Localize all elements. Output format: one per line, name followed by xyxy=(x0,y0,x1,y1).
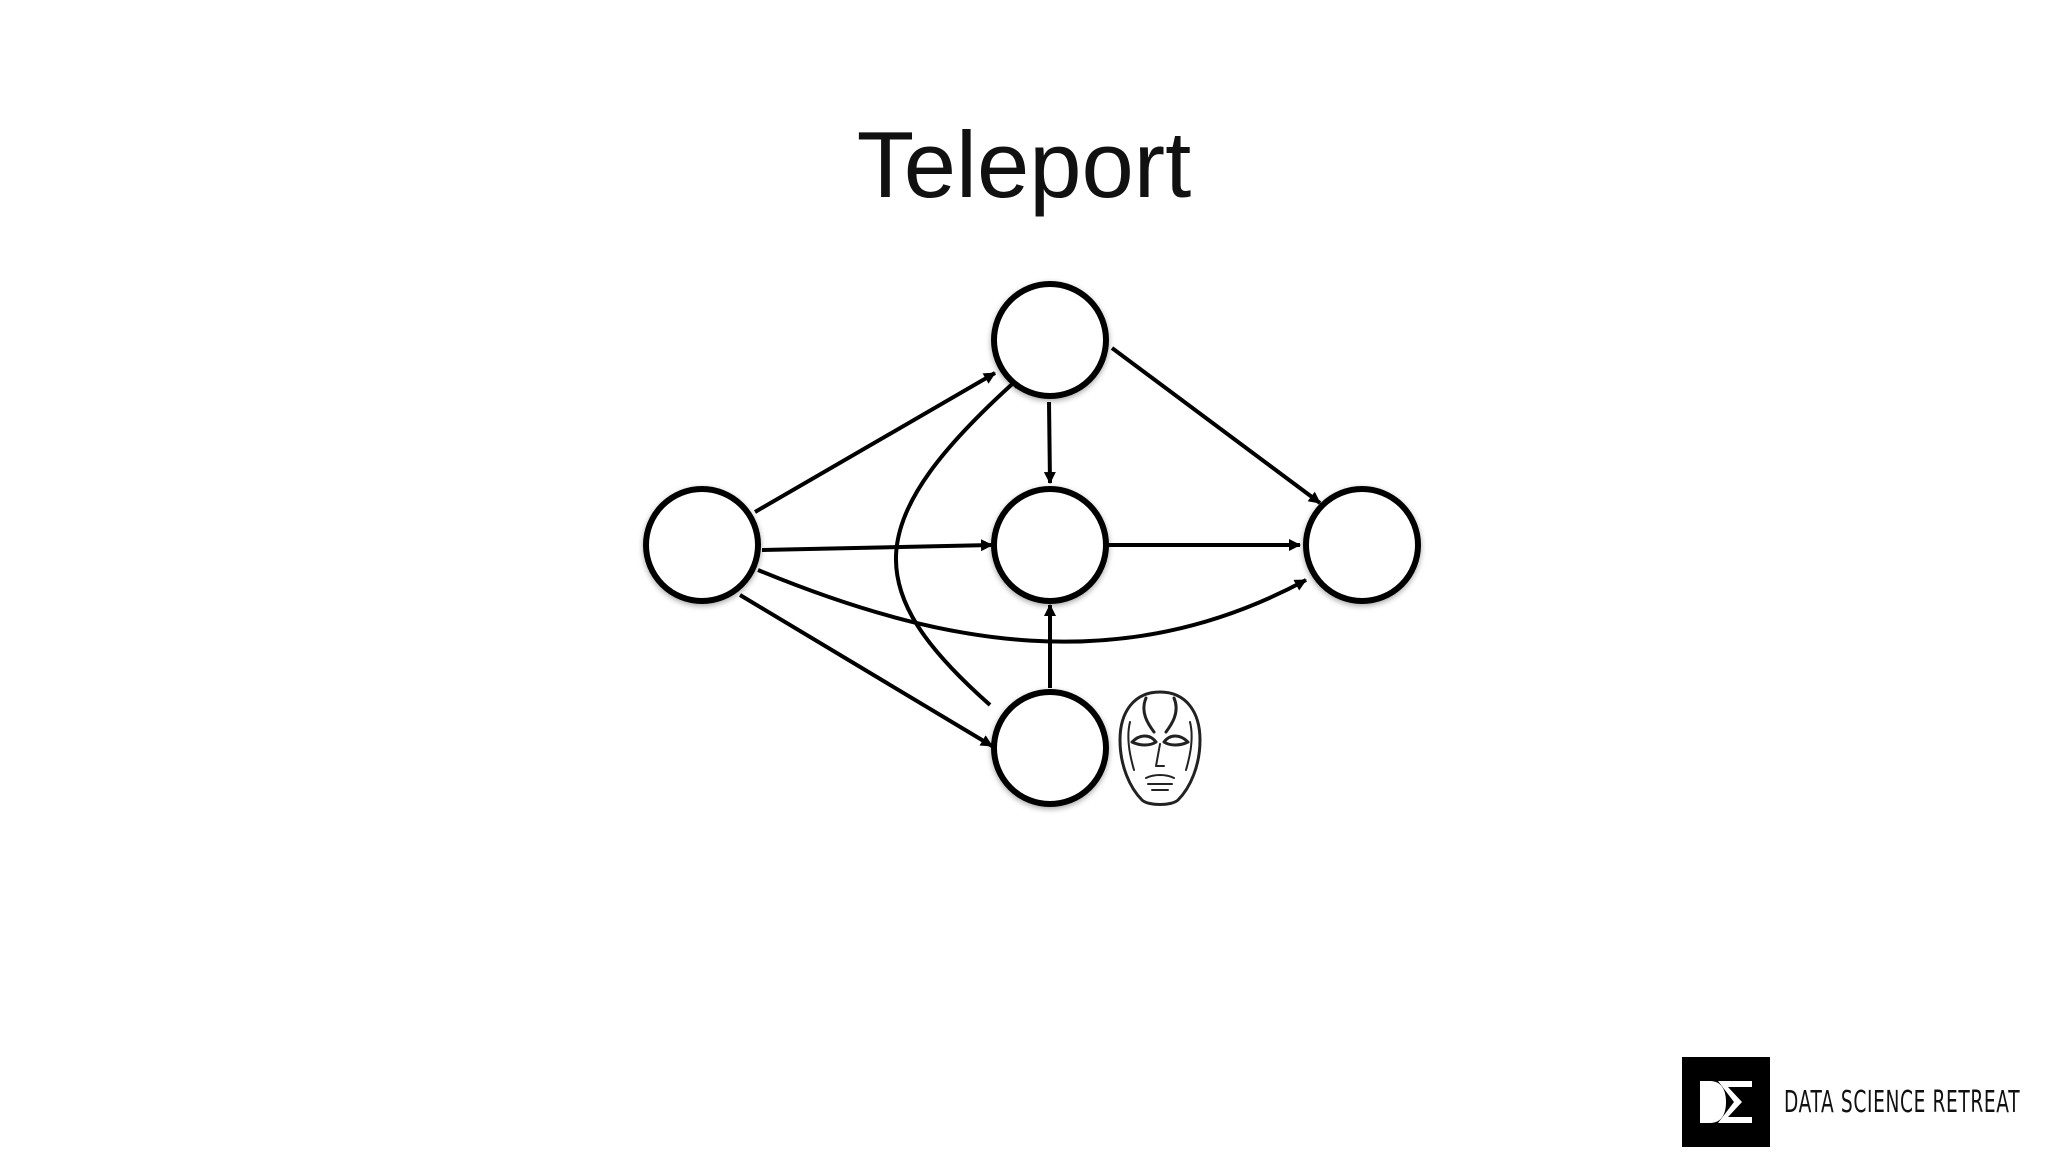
node-right xyxy=(1303,486,1421,604)
edge-bottom-to-top-curve xyxy=(894,375,1022,707)
brand-name: DATA SCIENCE RETREAT xyxy=(1784,1084,2021,1120)
sigma-logo-icon xyxy=(1682,1057,1770,1147)
edge-left-to-top xyxy=(753,371,997,514)
edge-left-to-right-curve xyxy=(757,568,1307,644)
edge-top-to-right xyxy=(1110,346,1322,505)
node-bottom xyxy=(991,689,1109,807)
node-top xyxy=(991,281,1109,399)
edge-left-to-bottom xyxy=(738,593,994,748)
silver-surfer-face-icon xyxy=(1118,690,1202,806)
node-left xyxy=(643,486,761,604)
edge-left-to-center xyxy=(761,539,993,552)
node-center xyxy=(991,486,1109,604)
edge-top-to-center xyxy=(1043,401,1056,484)
slide-title: Teleport xyxy=(856,112,1192,217)
brand-logo: DATA SCIENCE RETREAT xyxy=(1682,1057,2048,1147)
